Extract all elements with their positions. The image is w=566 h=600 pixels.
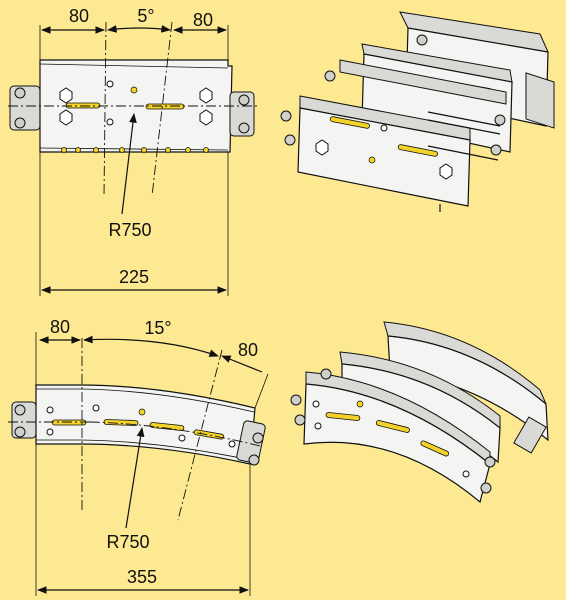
dim-angle-label: 15° [144,318,171,338]
slot [65,102,101,109]
front-side-plate [297,107,471,207]
radius-label: R750 [106,532,149,552]
hex-hole [59,87,73,104]
dim-right-label: 80 [238,340,258,360]
hex-hole [199,109,213,126]
dim-angle-label: 5° [137,6,154,26]
radius-label: R750 [108,220,151,240]
bottom-plan-view: 80 15° 80 R750 355 [8,317,269,596]
right-end-bracket [236,420,266,466]
top-isometric-view [280,11,555,212]
hex-hole [199,87,213,104]
width-label: 355 [127,567,157,587]
slot [149,422,185,431]
left-end-bracket [11,401,37,439]
right-end-bracket [229,91,255,137]
hex-hole [59,109,73,126]
bottom-teeth [61,147,209,153]
dim-right-label: 80 [193,10,213,30]
dim-left-label: 80 [69,6,89,26]
dim-left-label: 80 [50,317,70,337]
left-end-bracket [9,85,41,131]
slot [145,103,185,110]
front-curved-plate [303,383,491,504]
slot [51,419,87,426]
top-plan-view: 80 5° 80 R750 225 [8,6,258,296]
width-label: 225 [119,267,149,287]
bottom-isometric-view [290,321,549,504]
